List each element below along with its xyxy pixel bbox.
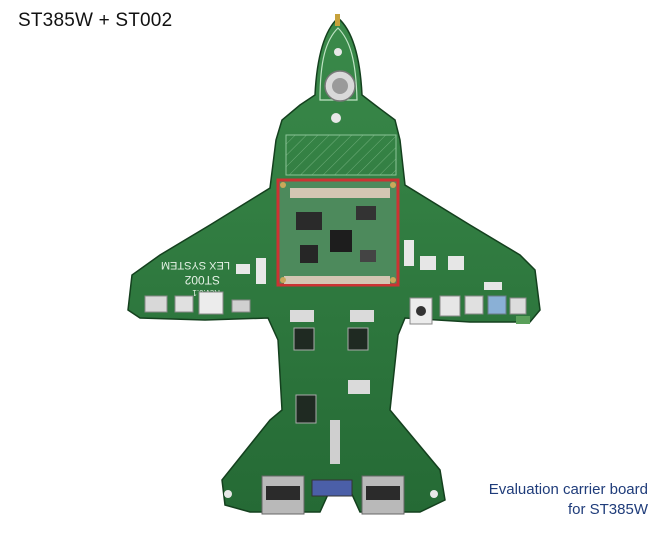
image-caption: Evaluation carrier board for ST385W: [489, 480, 648, 520]
board-model-label: ST002: [184, 273, 220, 287]
board-brand-label: LEX SYSTEM: [161, 259, 230, 271]
page-title: ST385W + ST002: [18, 10, 173, 31]
caption-line-1: Evaluation carrier board: [488, 481, 648, 498]
caption-line-2: for ST385W: [567, 501, 648, 518]
